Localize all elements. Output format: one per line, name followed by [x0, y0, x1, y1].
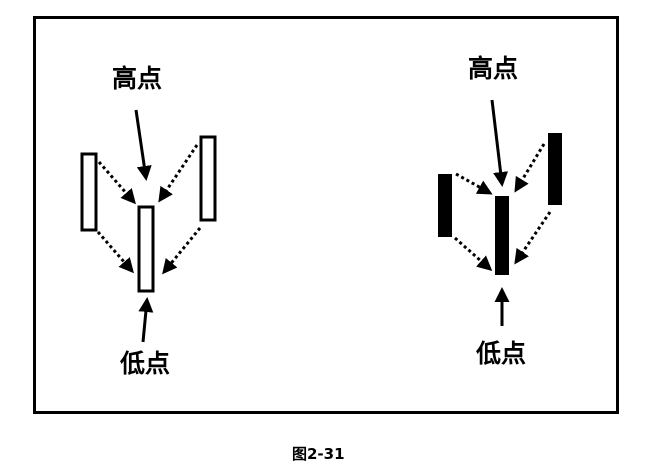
left-dotted-arrow-bottom-left — [96, 231, 134, 274]
left-panel: 高点 低点 — [80, 64, 217, 378]
left-dotted-arrow-top-left — [97, 161, 136, 205]
right-dotted-arrow-bottom-left — [454, 236, 493, 271]
right-candle-left — [438, 174, 452, 237]
left-candle-left — [80, 152, 98, 232]
left-dotted-arrow-bottom-right — [162, 227, 202, 275]
left-high-label: 高点 — [112, 64, 162, 93]
left-low-arrow — [138, 297, 154, 343]
left-low-label: 低点 — [119, 349, 170, 378]
right-candle-middle — [495, 196, 509, 275]
right-high-arrow — [490, 99, 509, 187]
left-candle-right — [199, 135, 217, 222]
left-high-arrow — [134, 109, 152, 181]
left-dotted-arrow-top-right — [158, 144, 199, 203]
right-low-label: 低点 — [475, 339, 526, 368]
diagram-frame — [33, 16, 619, 414]
right-dotted-arrow-top-left — [455, 172, 493, 195]
right-high-label: 高点 — [468, 54, 518, 83]
left-candle-middle — [137, 205, 155, 293]
right-dotted-arrow-top-right — [514, 143, 546, 193]
right-panel: 高点 低点 — [438, 54, 562, 368]
figure-caption: 图2-31 — [292, 445, 345, 463]
right-dotted-arrow-bottom-right — [514, 211, 552, 265]
right-candle-right — [548, 133, 562, 205]
